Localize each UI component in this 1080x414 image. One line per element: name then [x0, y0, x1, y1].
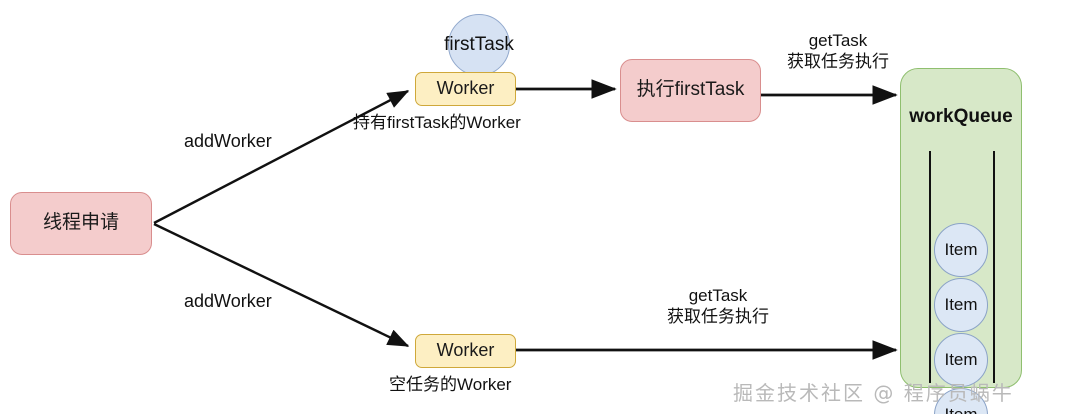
queue-item-label: Item [944, 349, 978, 369]
edge-source-to-worker-top [153, 89, 410, 225]
node-first-task-label: firstTask [444, 34, 514, 55]
edge-label-get-task-bottom-line1: getTask [688, 286, 748, 305]
node-worker-top[interactable]: Worker [415, 72, 516, 106]
queue-item-label: Item [944, 239, 978, 259]
node-exec-first-task-label: 执行firstTask [636, 79, 745, 101]
edge-label-add-worker-bottom: addWorker [184, 291, 272, 311]
node-work-queue-title: workQueue [909, 106, 1013, 127]
watermark: 掘金技术社区 @ 程序员蜗牛 [733, 381, 1014, 405]
queue-item[interactable]: Item [934, 223, 988, 277]
node-worker-bottom-caption: 空任务的Worker [389, 375, 512, 394]
node-worker-bottom[interactable]: Worker [415, 334, 516, 368]
edge-label-get-task-top-line1: getTask [808, 31, 868, 50]
queue-item-label: Item [944, 405, 977, 414]
node-worker-bottom-label: Worker [436, 340, 495, 361]
node-first-task-circle[interactable] [448, 14, 510, 76]
edge-label-get-task-top-line2: 获取任务执行 [787, 52, 889, 72]
edge-label-add-worker-top: addWorker [184, 131, 272, 151]
node-exec-first-task[interactable]: 执行firstTask [620, 59, 761, 122]
node-worker-top-label: Worker [436, 78, 495, 99]
edge-source-to-worker-bottom [153, 222, 410, 348]
node-worker-top-caption: 持有firstTask的Worker [353, 113, 521, 132]
queue-item[interactable]: Item [934, 333, 988, 387]
edge-label-get-task-bottom-line2: 获取任务执行 [667, 307, 769, 327]
node-work-queue[interactable]: workQueue Item Item Item Item [900, 68, 1022, 414]
edge-label-get-task-top: getTask 获取任务执行 [768, 30, 908, 73]
queue-rail-right [993, 151, 995, 383]
queue-item[interactable]: Item [934, 278, 988, 332]
edge-label-get-task-bottom: getTask 获取任务执行 [588, 285, 848, 328]
node-thread-request[interactable]: 线程申请 [10, 192, 152, 255]
queue-rail-left [929, 151, 931, 383]
node-thread-request-label: 线程申请 [42, 212, 119, 234]
queue-item-label: Item [944, 294, 978, 314]
